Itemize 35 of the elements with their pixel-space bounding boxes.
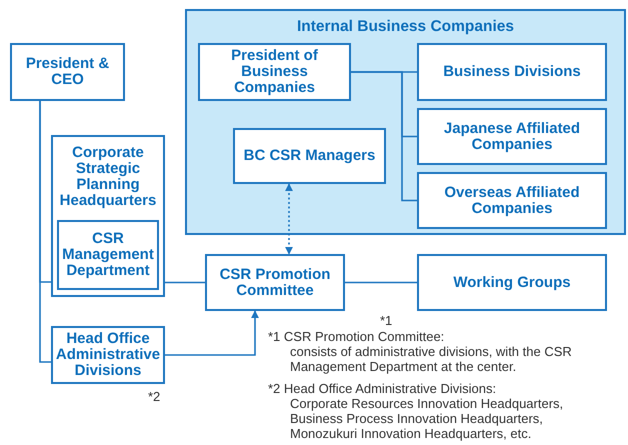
box-label: Business Divisions [443,64,581,80]
manager-box [233,128,386,184]
box-label: Working Groups [453,274,571,290]
committee-box [205,254,345,311]
box-label: President of Business Companies [230,48,319,96]
box-label: President & CEO [24,56,110,88]
footnote-text: Corporate Resources Innovation Headquarters, Business Process Innovation Headquarters, Monozukuri Innovation Headquarters, etc. [290,396,564,441]
group-heading: Corporate Strategic Planning Headquarters [58,145,158,209]
footnote-marker: *2 [148,389,160,404]
footnote-heading: *2 Head Office Administrative Divisions: [268,381,498,396]
department-box [57,220,159,290]
executive-box [10,43,125,101]
headquarters-box [51,135,165,297]
affiliate-box [417,172,607,229]
box-label: CSR Promotion Committee [218,266,332,298]
connector-line [39,101,51,363]
division-box [417,43,607,101]
footnote-marker: *1 [380,313,392,328]
box-label: BC CSR Managers [244,148,376,164]
footnote-heading: *1 CSR Promotion Committee: [268,329,446,344]
arrow [285,183,293,255]
working-group-box [417,254,607,311]
president-box [198,43,351,101]
connector-line [165,282,205,284]
footnote-text: consists of administrative divisions, with the CSR Management Department at the center. [290,344,573,374]
arrow [165,310,259,356]
box-label: Overseas Affiliated Companies [443,184,581,216]
box-label: Japanese Affiliated Companies [442,120,582,152]
connector-line [345,282,417,284]
connector-line [351,71,417,202]
box-label: CSR Management Department [61,231,155,279]
box-label: Head Office Administrative Divisions [54,331,162,379]
affiliate-box [417,108,607,165]
group-heading: Internal Business Companies [296,19,514,35]
companies-panel [185,9,626,235]
